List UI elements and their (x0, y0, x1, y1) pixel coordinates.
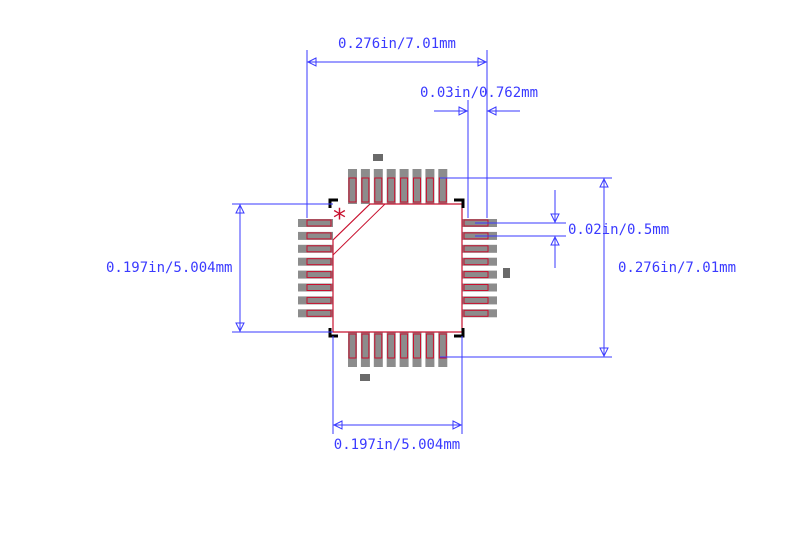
pads-right (462, 219, 497, 318)
pad-right-3-outline (463, 245, 489, 253)
pad-left-8 (298, 309, 333, 318)
pad-right-4 (462, 257, 497, 266)
pad-bottom-1 (348, 332, 357, 367)
corner-marks (328, 198, 465, 338)
pad-right-4-outline (463, 258, 489, 266)
pad-left-2-outline (306, 232, 332, 240)
dim-body-height-label: 0.197in/5.004mm (106, 260, 232, 276)
fiducial-bottom (360, 374, 370, 381)
pad-bottom-3 (373, 332, 383, 367)
pad-bottom-1-outline (348, 333, 357, 359)
pad-right-3 (462, 244, 497, 253)
dim-pad-length-label: 0.03in/0.762mm (420, 85, 538, 101)
pad-right-6 (462, 283, 497, 292)
dim-overall-width-label: 0.276in/7.01mm (338, 36, 456, 52)
pad-right-7 (462, 296, 497, 305)
pad-top-3-outline (374, 177, 383, 203)
pad-bottom-5 (399, 332, 409, 367)
pad-left-1 (298, 219, 333, 227)
pad-bottom-4-outline (387, 333, 396, 359)
pad-top-4-outline (387, 177, 396, 203)
pad-left-5 (298, 270, 333, 279)
pad-left-7 (298, 296, 333, 305)
pad-left-6 (298, 283, 333, 292)
dim-body-width-label: 0.197in/5.004mm (334, 437, 460, 453)
pad-left-3-outline (306, 245, 332, 253)
fiducial-right (503, 268, 510, 278)
pad-right-6-outline (463, 284, 489, 291)
pad-top-3 (373, 169, 383, 204)
pad-right-5 (462, 270, 497, 279)
pad-left-2 (298, 231, 333, 240)
pad-left-1-outline (306, 219, 332, 227)
pad-bottom-7-outline (425, 333, 434, 359)
pad-bottom-5-outline (400, 333, 409, 359)
pin1-chamfer-line (332, 203, 386, 256)
pad-right-7-outline (463, 296, 489, 304)
pin1-marker: * (333, 204, 346, 234)
pad-bottom-6-outline (413, 333, 421, 359)
pad-bottom-3-outline (374, 333, 383, 359)
dim-overall-height: 0.276in/7.01mm (440, 177, 736, 358)
pad-left-8-outline (306, 309, 332, 317)
pad-top-1 (348, 169, 357, 204)
pad-bottom-4 (386, 332, 396, 367)
pad-top-8 (438, 169, 448, 204)
dim-pad-length: 0.03in/0.762mm (420, 85, 538, 218)
dim-pitch: 0.02in/0.5mm (475, 190, 669, 268)
pad-top-6-outline (413, 177, 421, 203)
dim-overall-height-label: 0.276in/7.01mm (618, 260, 736, 276)
pad-left-7-outline (306, 296, 332, 304)
pad-bottom-8-outline (438, 333, 447, 359)
pad-top-7-outline (425, 177, 434, 203)
pad-left-4-outline (306, 258, 332, 266)
pad-left-6-outline (306, 284, 332, 291)
pad-right-5-outline (463, 271, 489, 279)
pad-top-1-outline (348, 177, 357, 203)
pad-top-4 (386, 169, 396, 204)
pad-top-2-outline (361, 177, 370, 203)
fiducial-top (373, 154, 383, 161)
pad-top-6 (412, 169, 422, 204)
pad-bottom-7 (425, 332, 435, 367)
pads-bottom (348, 332, 448, 367)
pads-left (298, 219, 333, 318)
dim-body-height: 0.197in/5.004mm (106, 203, 333, 333)
pad-bottom-8 (438, 332, 448, 367)
pad-left-3 (298, 244, 333, 253)
pad-right-8-outline (463, 309, 489, 317)
pad-right-8 (462, 309, 497, 318)
pad-top-5-outline (400, 177, 409, 203)
body-outline (332, 203, 463, 333)
dim-body-width: 0.197in/5.004mm (332, 336, 463, 453)
pad-bottom-2-outline (361, 333, 370, 359)
pad-left-5-outline (306, 271, 332, 279)
pad-top-2 (360, 169, 370, 204)
pad-bottom-6 (412, 332, 422, 367)
dim-overall-width: 0.276in/7.01mm (306, 36, 488, 218)
pad-top-7 (425, 169, 435, 204)
pads-top (348, 169, 448, 204)
pad-top-5 (399, 169, 409, 204)
dim-pitch-label: 0.02in/0.5mm (568, 222, 669, 238)
pad-bottom-2 (360, 332, 370, 367)
pad-left-4 (298, 257, 333, 266)
